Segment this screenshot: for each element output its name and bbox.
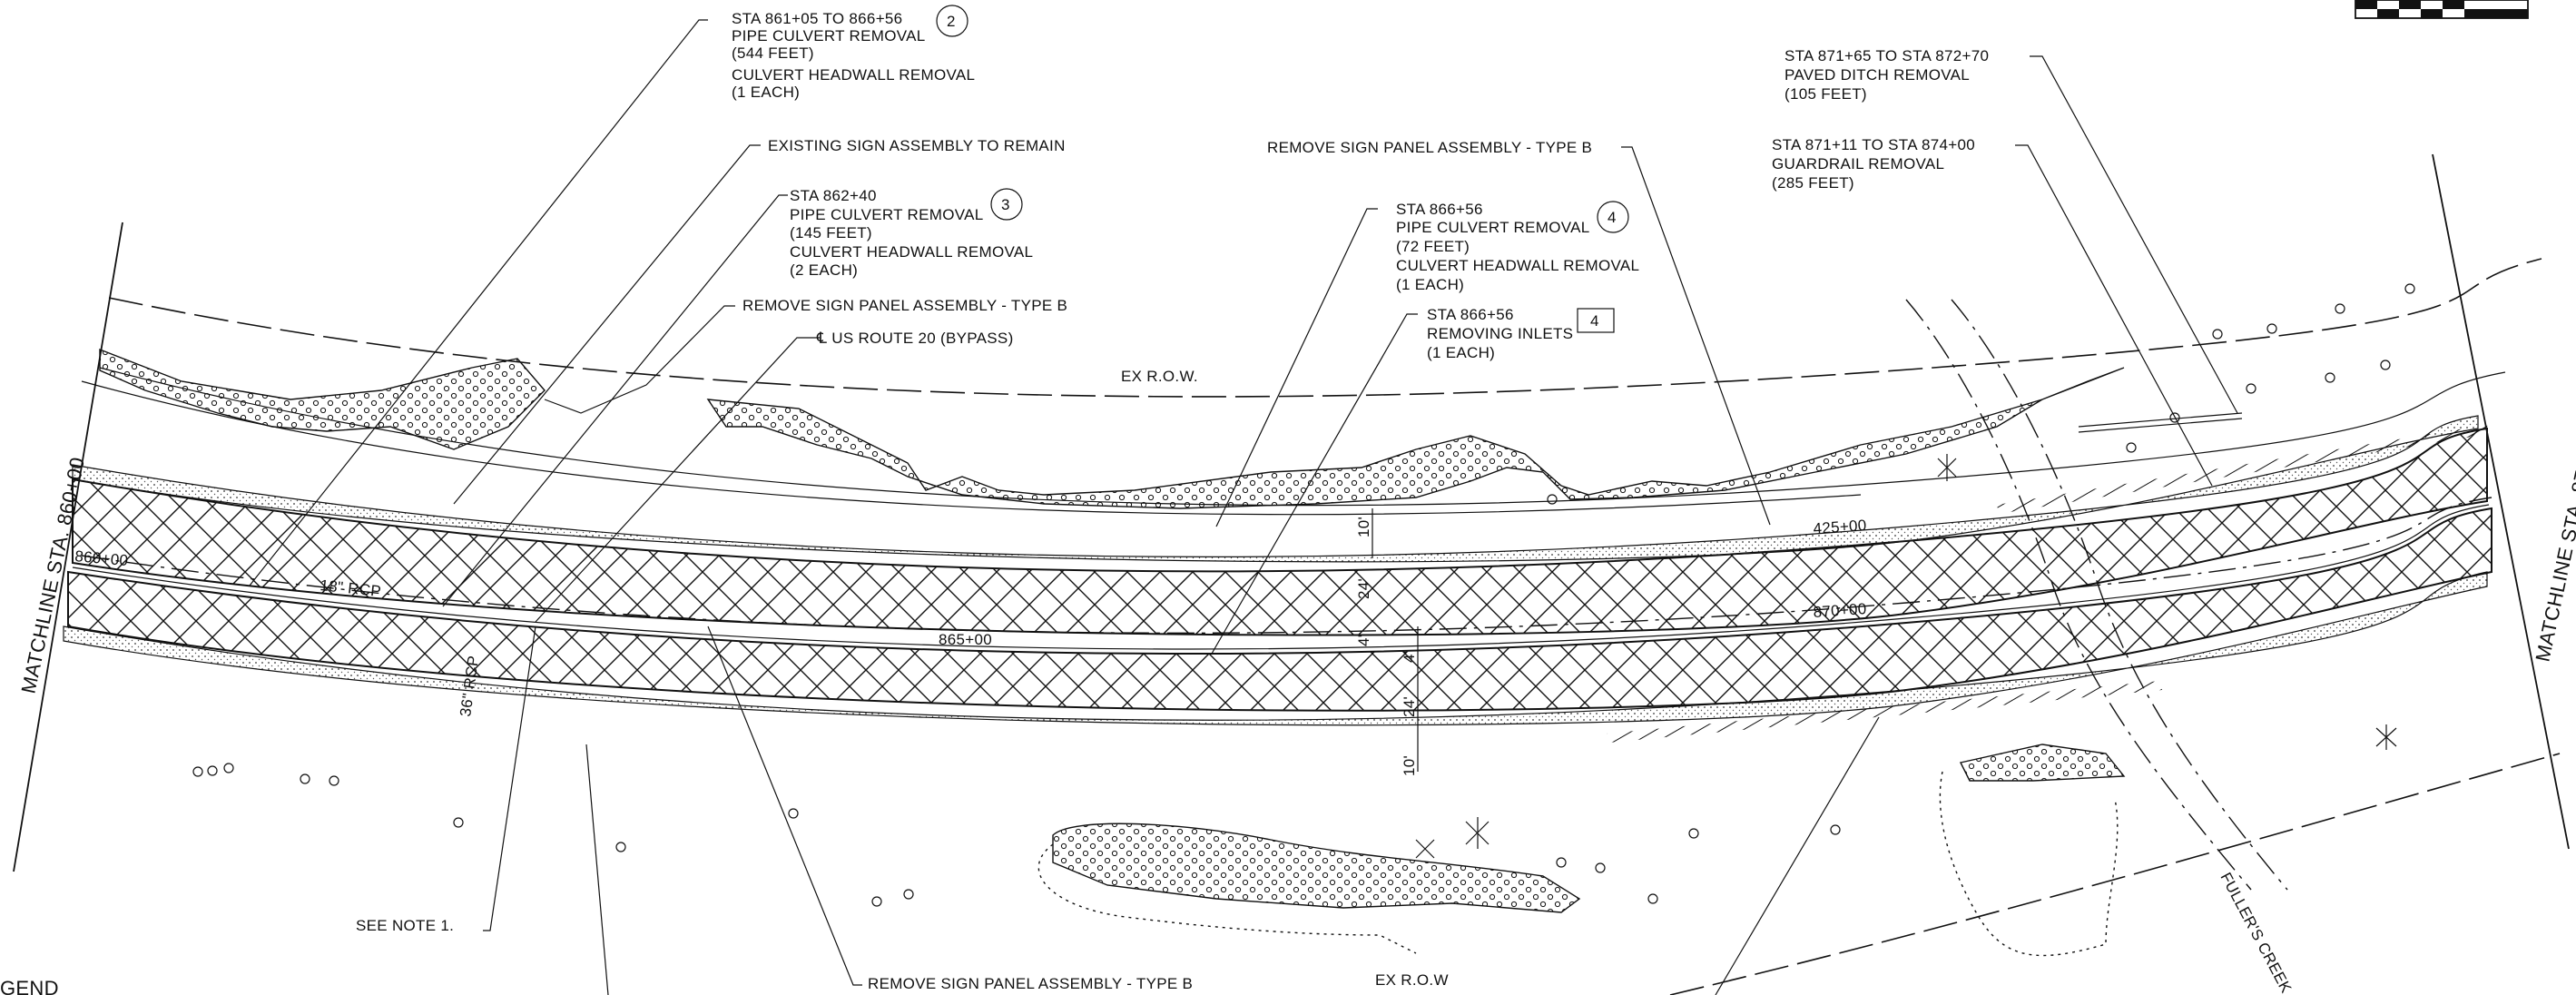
leader-lines bbox=[249, 19, 2238, 995]
removal-area-north bbox=[99, 348, 546, 450]
paved-ditch-line3: (105 FEET) bbox=[1785, 85, 1867, 103]
callout-3-line5: (2 EACH) bbox=[790, 261, 858, 279]
dim-4-a: 4' bbox=[1355, 635, 1372, 646]
tree-symbols bbox=[192, 283, 2415, 907]
callout-3-line1: STA 862+40 bbox=[790, 187, 877, 204]
callout-4-tag: 4 bbox=[1608, 209, 1617, 226]
callout-4-line5: (1 EACH) bbox=[1396, 276, 1464, 293]
removal-area-north-2 bbox=[706, 367, 2125, 509]
creek-line-2 bbox=[1951, 299, 2288, 891]
callout-culvert-3: STA 862+40 PIPE CULVERT REMOVAL (145 FEE… bbox=[790, 187, 1033, 279]
inlets-tag: 4 bbox=[1590, 312, 1599, 330]
matchline-right-label: MATCHLINE STA. 874+00 bbox=[2531, 423, 2576, 664]
removal-area-south bbox=[1052, 823, 1581, 913]
callout-2-line4: CULVERT HEADWALL REMOVAL bbox=[732, 66, 975, 84]
dim-24-b: 24' bbox=[1401, 696, 1418, 717]
callout-4-line4: CULVERT HEADWALL REMOVAL bbox=[1396, 257, 1639, 274]
see-note-callout: SEE NOTE 1. bbox=[356, 917, 454, 934]
pavement-southbound bbox=[67, 507, 2492, 712]
station-865: 865+00 bbox=[939, 631, 992, 648]
matchline-right bbox=[2432, 153, 2570, 850]
callout-3-line3: (145 FEET) bbox=[790, 224, 872, 241]
dim-10-a: 10' bbox=[1355, 517, 1372, 537]
centerline-label: ℄ US ROUTE 20 (BYPASS) bbox=[816, 330, 1014, 347]
callout-4-line2: PIPE CULVERT REMOVAL bbox=[1396, 219, 1590, 236]
dim-4-b: 4' bbox=[1401, 651, 1418, 663]
guardrail-line1: STA 871+11 TO STA 874+00 bbox=[1772, 136, 1975, 153]
centerline bbox=[81, 497, 2492, 635]
callout-3-line4: CULVERT HEADWALL REMOVAL bbox=[790, 243, 1033, 261]
tree-line bbox=[1939, 771, 2119, 957]
callout-4-line1: STA 866+56 bbox=[1396, 201, 1483, 218]
callout-3-tag: 3 bbox=[1001, 196, 1010, 213]
remove-sign-callout-1: REMOVE SIGN PANEL ASSEMBLY - TYPE B bbox=[742, 297, 1067, 314]
callout-4-line3: (72 FEET) bbox=[1396, 238, 1470, 255]
inlets-line3: (1 EACH) bbox=[1427, 344, 1495, 361]
callout-culvert-4: STA 866+56 PIPE CULVERT REMOVAL (72 FEET… bbox=[1396, 201, 1639, 293]
shoulder-north bbox=[72, 415, 2479, 563]
inlets-line2: REMOVING INLETS bbox=[1427, 325, 1573, 342]
guardrail-north bbox=[1997, 425, 2489, 514]
callout-inlets: STA 866+56 REMOVING INLETS (1 EACH) 4 bbox=[1427, 306, 1615, 361]
matchline-left bbox=[13, 222, 123, 872]
creek-line bbox=[1905, 299, 2252, 891]
row-label-bottom: EX R.O.W bbox=[1375, 971, 1449, 989]
callout-3-line2: PIPE CULVERT REMOVAL bbox=[790, 206, 984, 223]
scale-bar bbox=[2355, 0, 2529, 19]
row-label-top: EX R.O.W. bbox=[1121, 368, 1198, 385]
callout-2-line2: PIPE CULVERT REMOVAL bbox=[732, 27, 926, 44]
paved-ditch-line1: STA 871+65 TO STA 872+70 bbox=[1785, 47, 1989, 64]
existing-sign-callout: EXISTING SIGN ASSEMBLY TO REMAIN bbox=[768, 137, 1066, 154]
callout-2-line5: (1 EACH) bbox=[732, 84, 800, 101]
median-line bbox=[72, 504, 2490, 650]
ditch-line bbox=[99, 367, 2506, 507]
callout-2-tag: 2 bbox=[947, 13, 956, 30]
paved-ditch-line2: PAVED DITCH REMOVAL bbox=[1785, 66, 1970, 84]
legend-heading: GEND bbox=[0, 977, 59, 995]
callout-culvert-2: STA 861+05 TO 866+56 PIPE CULVERT REMOVA… bbox=[732, 5, 975, 101]
dim-24-a: 24' bbox=[1355, 578, 1372, 599]
station-425: 425+00 bbox=[1813, 517, 1867, 537]
ditch-line-2 bbox=[81, 380, 1862, 516]
row-line-top bbox=[108, 258, 2542, 398]
removal-area-east bbox=[1959, 744, 2126, 782]
inlets-line1: STA 866+56 bbox=[1427, 306, 1514, 323]
remove-sign-callout-3: REMOVE SIGN PANEL ASSEMBLY - TYPE B bbox=[868, 975, 1193, 992]
station-860: 860+00 bbox=[74, 547, 129, 569]
callout-2-line3: (544 FEET) bbox=[732, 44, 814, 62]
callout-paved-ditch: STA 871+65 TO STA 872+70 PAVED DITCH REM… bbox=[1785, 47, 1989, 103]
row-line-bottom bbox=[1669, 753, 2561, 995]
creek-label: FULLER'S CREEK bbox=[2217, 870, 2295, 995]
callout-2-line1: STA 861+05 TO 866+56 bbox=[732, 10, 902, 27]
station-870: 870+00 bbox=[1813, 600, 1867, 621]
guardrail-line3: (285 FEET) bbox=[1772, 174, 1854, 192]
paved-ditch bbox=[2078, 412, 2243, 433]
remove-sign-callout-2: REMOVE SIGN PANEL ASSEMBLY - TYPE B bbox=[1267, 139, 1592, 156]
callout-guardrail: STA 871+11 TO STA 874+00 GUARDRAIL REMOV… bbox=[1772, 136, 1975, 192]
guardrail-line2: GUARDRAIL REMOVAL bbox=[1772, 155, 1944, 172]
dim-10-b: 10' bbox=[1401, 755, 1418, 776]
guardrail-south bbox=[1607, 681, 2162, 743]
